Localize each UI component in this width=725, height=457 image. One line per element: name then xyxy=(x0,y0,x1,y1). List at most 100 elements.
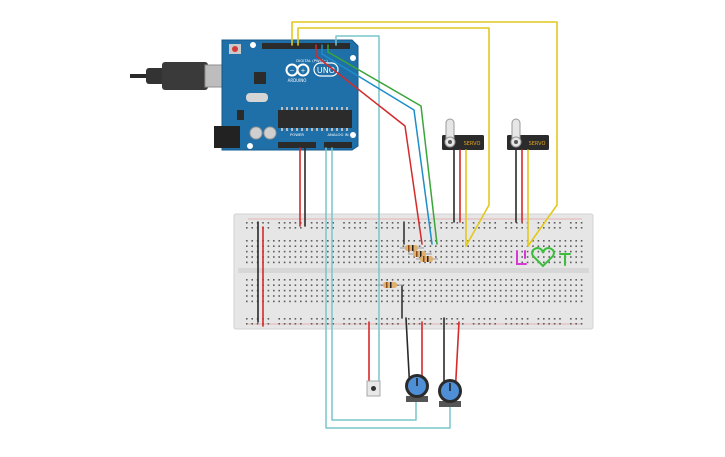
breadboard-hole xyxy=(267,261,270,264)
breadboard-hole xyxy=(413,300,415,303)
breadboard-hole xyxy=(435,261,437,264)
breadboard-hole xyxy=(499,289,502,292)
breadboard-hole xyxy=(283,318,286,320)
breadboard-hole xyxy=(553,227,556,229)
svg-text:+: + xyxy=(300,68,305,75)
breadboard-hole xyxy=(391,245,394,247)
breadboard-hole xyxy=(472,222,475,224)
breadboard-hole xyxy=(543,240,545,242)
breadboard-hole xyxy=(294,295,297,297)
breadboard-hole xyxy=(570,261,572,264)
breadboard-hole xyxy=(440,318,442,320)
breadboard-hole xyxy=(246,222,248,224)
breadboard-hole xyxy=(521,222,523,224)
breadboard-hole xyxy=(364,245,367,247)
breadboard-hole xyxy=(580,245,583,247)
breadboard-hole xyxy=(575,300,577,303)
breadboard-hole xyxy=(273,256,275,258)
breadboard-hole xyxy=(472,323,475,325)
breadboard-hole xyxy=(462,284,464,286)
breadboard-hole xyxy=(451,300,453,303)
breadboard-hole xyxy=(548,222,550,224)
breadboard-hole xyxy=(343,261,345,264)
breadboard-hole xyxy=(462,222,464,224)
breadboard-hole xyxy=(445,323,448,325)
breadboard-hole xyxy=(413,318,415,320)
breadboard-hole xyxy=(494,279,496,281)
breadboard-hole xyxy=(305,295,307,297)
arduino-brand: ARDUINO xyxy=(288,78,307,83)
usb-plug-icon xyxy=(146,68,166,84)
resistor-icon xyxy=(408,251,432,257)
breadboard-hole xyxy=(332,222,334,224)
breadboard-hole xyxy=(246,295,248,297)
breadboard-hole xyxy=(429,222,432,224)
breadboard-hole xyxy=(510,256,513,258)
digital-header xyxy=(262,43,350,49)
breadboard-hole xyxy=(278,250,280,253)
breadboard-hole xyxy=(375,261,378,264)
breadboard-hole xyxy=(348,245,351,247)
breadboard-hole xyxy=(494,245,496,247)
breadboard-hole xyxy=(494,284,496,286)
breadboard-hole xyxy=(354,318,356,320)
breadboard-hole xyxy=(570,295,572,297)
breadboard-hole xyxy=(343,245,345,247)
breadboard-hole xyxy=(483,300,486,303)
chip-pin xyxy=(321,107,323,110)
breadboard-hole xyxy=(575,279,577,281)
breadboard-hole xyxy=(532,279,534,281)
breadboard-hole xyxy=(359,240,361,242)
breadboard-hole xyxy=(429,261,432,264)
breadboard-hole xyxy=(489,289,491,292)
breadboard-hole xyxy=(332,256,334,258)
breadboard-hole xyxy=(456,300,459,303)
breadboard-hole xyxy=(300,295,302,297)
breadboard-hole xyxy=(386,261,388,264)
breadboard-hole xyxy=(391,227,394,229)
breadboard-hole xyxy=(451,245,453,247)
wire-teal xyxy=(331,147,417,421)
breadboard-hole xyxy=(397,300,399,303)
breadboard-hole xyxy=(451,323,453,325)
breadboard-hole xyxy=(494,295,496,297)
breadboard-hole xyxy=(283,300,286,303)
breadboard-hole xyxy=(251,222,253,224)
breadboard-hole xyxy=(381,245,383,247)
breadboard-hole xyxy=(499,295,502,297)
breadboard-hole xyxy=(354,279,356,281)
breadboard-hole xyxy=(370,279,372,281)
breadboard-hole xyxy=(408,222,410,224)
breadboard-hole xyxy=(305,279,307,281)
breadboard-hole xyxy=(521,261,523,264)
breadboard-hole xyxy=(543,227,545,229)
breadboard-hole xyxy=(418,289,421,292)
breadboard-hole xyxy=(445,250,448,253)
breadboard-hole xyxy=(337,289,340,292)
breadboard-hole xyxy=(516,295,518,297)
breadboard-hole xyxy=(386,295,388,297)
breadboard-hole xyxy=(321,323,324,325)
breadboard-hole xyxy=(440,289,442,292)
breadboard-hole xyxy=(543,245,545,247)
breadboard-hole xyxy=(354,295,356,297)
breadboard xyxy=(233,213,594,330)
analog-header-label: ANALOG IN xyxy=(327,132,348,137)
breadboard-hole xyxy=(359,222,361,224)
breadboard-hole xyxy=(467,245,469,247)
breadboard-hole xyxy=(537,323,540,325)
breadboard-hole xyxy=(321,240,324,242)
breadboard-hole xyxy=(456,289,459,292)
breadboard-hole xyxy=(445,295,448,297)
atmega-chip xyxy=(278,110,352,128)
breadboard-hole xyxy=(348,279,351,281)
breadboard-hole xyxy=(327,295,329,297)
breadboard-hole xyxy=(494,250,496,253)
breadboard-hole xyxy=(489,295,491,297)
breadboard-hole xyxy=(294,323,297,325)
breadboard-hole xyxy=(278,227,280,229)
breadboard-hole xyxy=(548,256,550,258)
breadboard-hole xyxy=(418,240,421,242)
breadboard-hole xyxy=(267,284,270,286)
chip-pin xyxy=(316,128,318,131)
